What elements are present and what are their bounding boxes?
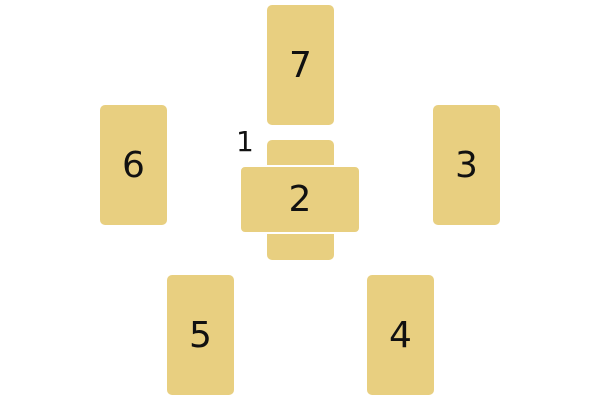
card-7: 7 xyxy=(267,5,334,125)
card-3: 3 xyxy=(433,105,500,225)
card-3-label: 3 xyxy=(455,144,478,186)
card-5-label: 5 xyxy=(189,314,212,356)
card-4: 4 xyxy=(367,275,434,395)
card-4-label: 4 xyxy=(389,314,412,356)
card-7-label: 7 xyxy=(289,44,312,86)
card-5: 5 xyxy=(167,275,234,395)
card-1-label: 1 xyxy=(236,125,254,158)
card-6-label: 6 xyxy=(122,144,145,186)
card-2: 2 xyxy=(239,165,361,234)
card-2-label: 2 xyxy=(288,179,312,220)
card-6: 6 xyxy=(100,105,167,225)
